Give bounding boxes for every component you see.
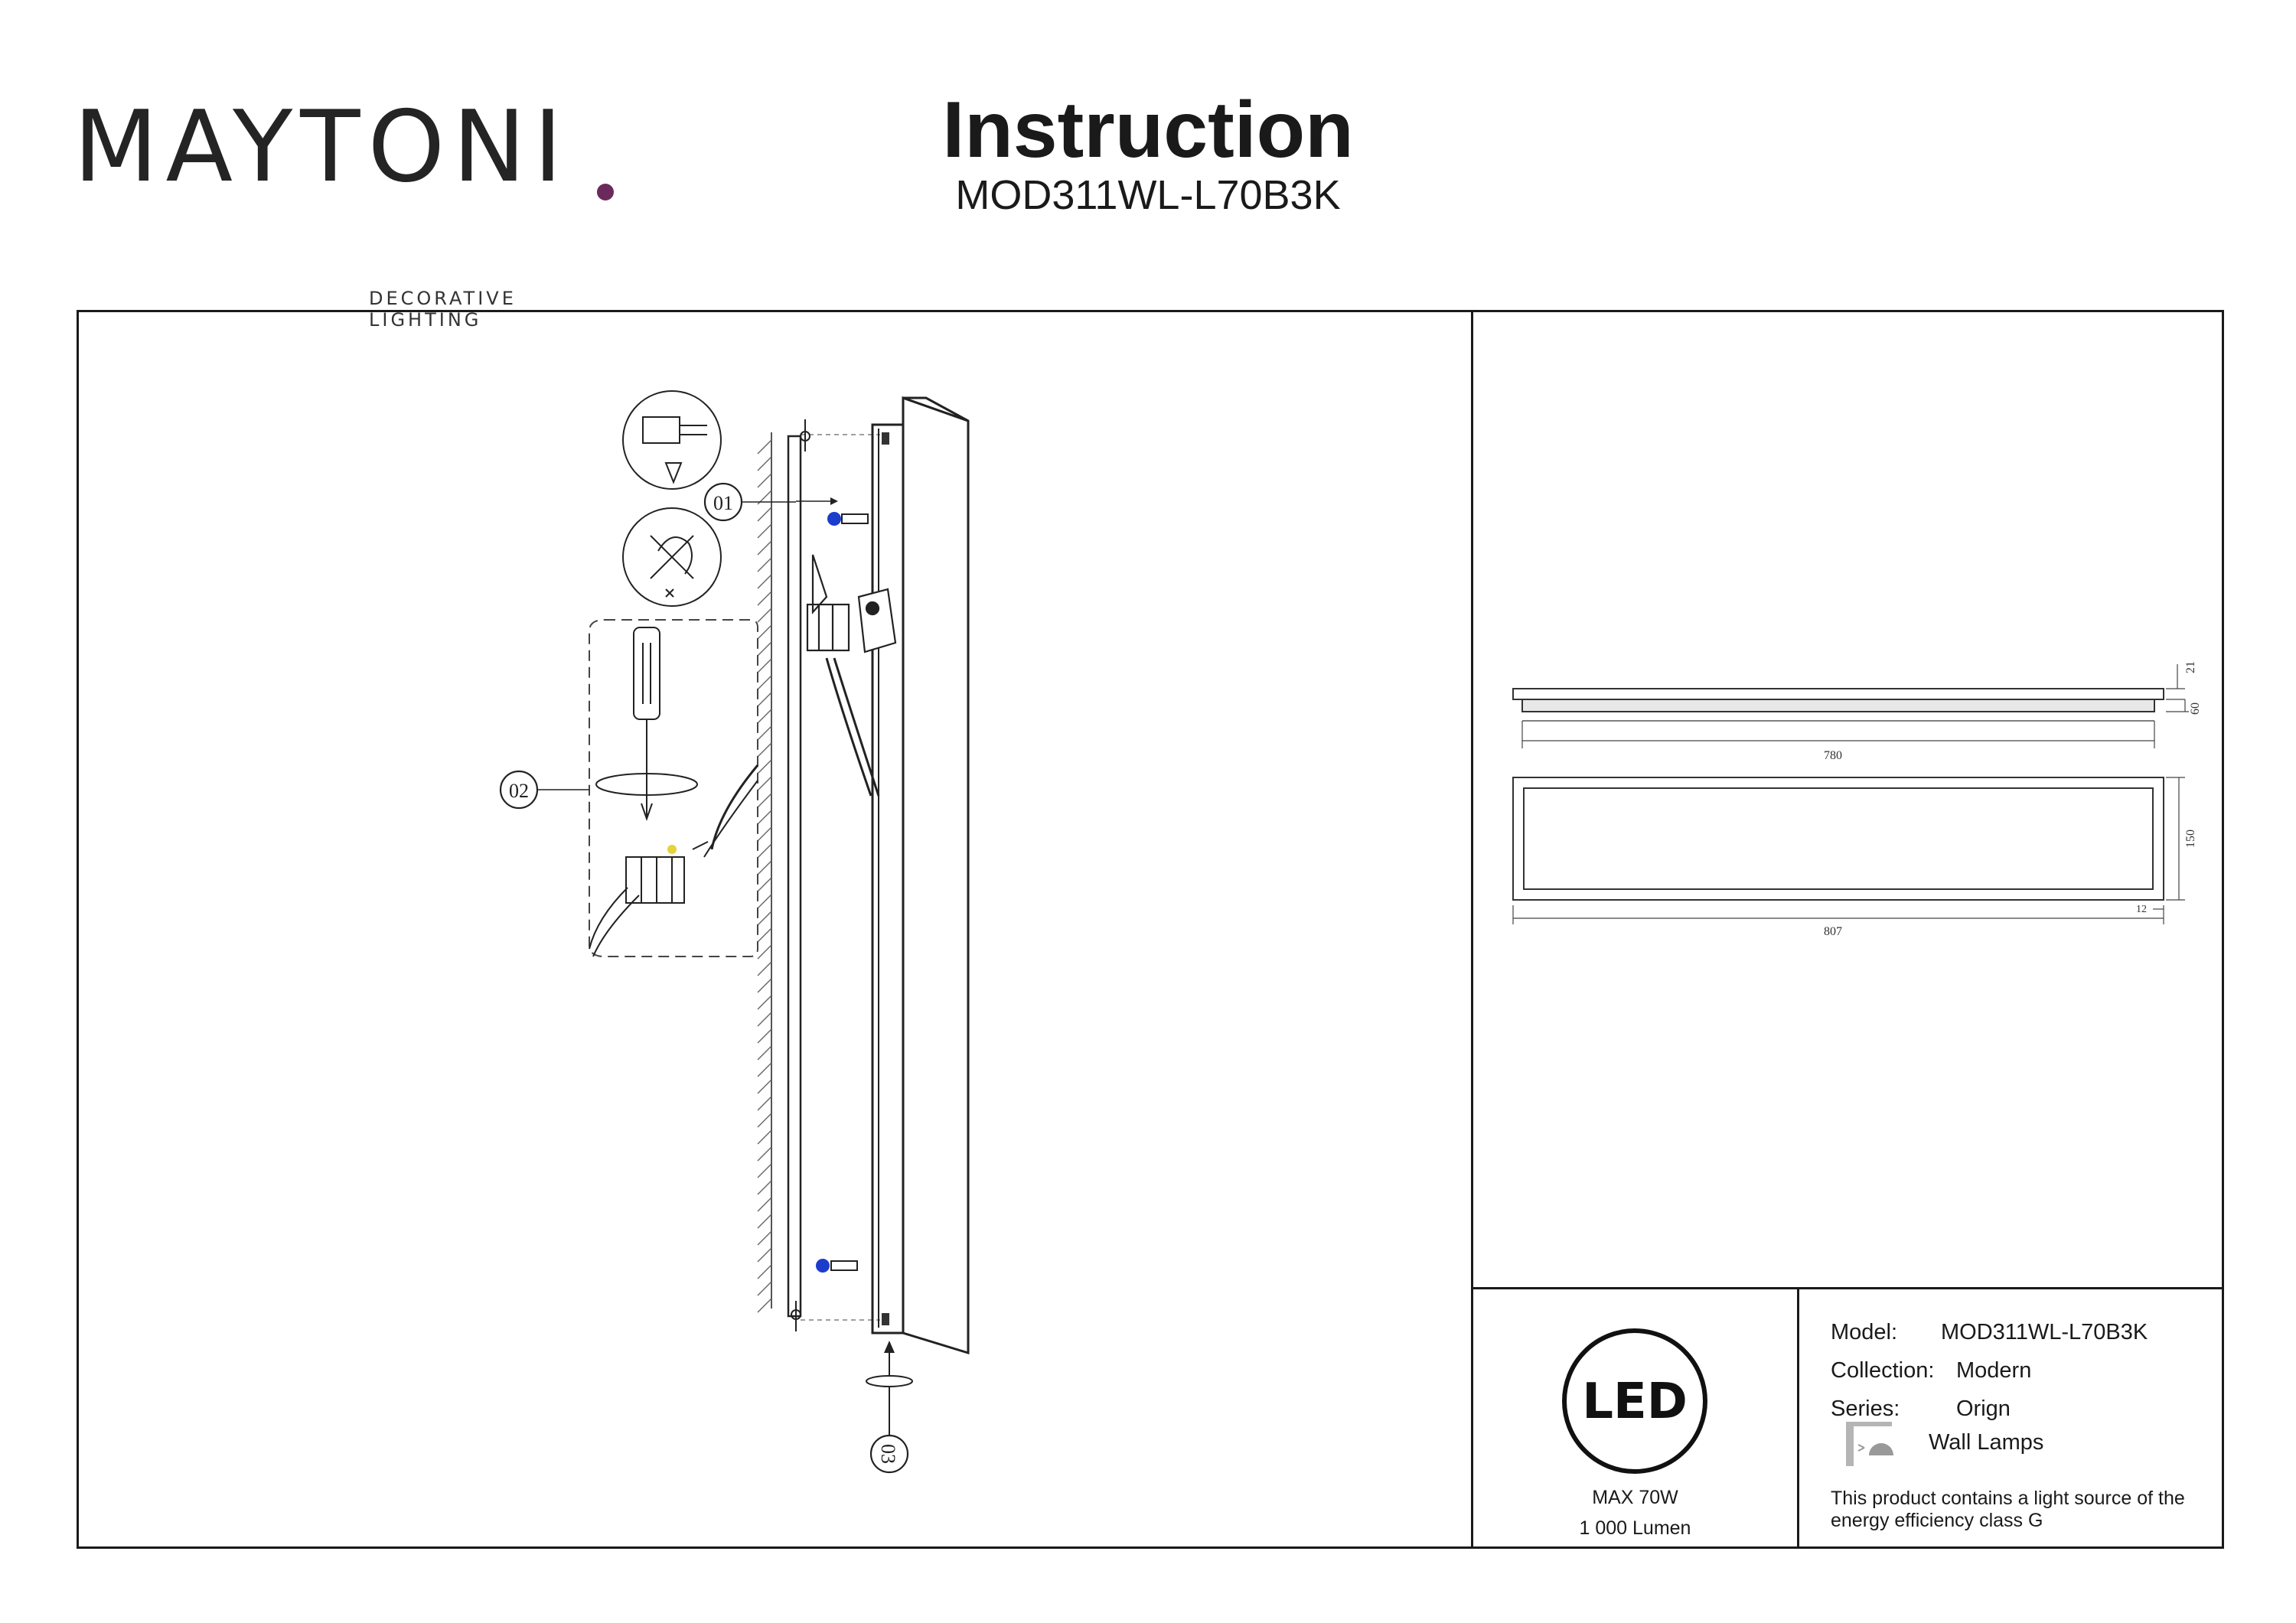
wall-lamp-icon	[1846, 1422, 1893, 1466]
spec-series-value: Orign	[1956, 1396, 2011, 1421]
spec-series-label: Series:	[1831, 1396, 1900, 1421]
bracket-bottom-screw	[791, 1301, 801, 1331]
frame-divider-vertical	[1471, 310, 1473, 1549]
spec-collection-value: Modern	[1956, 1358, 2032, 1383]
step-03: 03	[866, 1341, 913, 1474]
brand-tagline: DECORATIVE LIGHTING	[369, 288, 517, 331]
svg-text:02: 02	[509, 780, 529, 802]
page-title: Instruction	[942, 86, 1354, 174]
wall-plug-bottom	[816, 1259, 858, 1273]
svg-text:03: 03	[877, 1444, 899, 1464]
frame-divider-info	[1797, 1287, 1799, 1549]
assembly-diagram: 01 02	[499, 390, 970, 1474]
mounting-bracket	[787, 435, 802, 1318]
led-lumen: 1 000 Lumen	[1579, 1517, 1691, 1539]
no-touch-icon	[622, 507, 722, 607]
bracket-top-screw	[800, 419, 810, 451]
lamp-side-view	[1512, 688, 2164, 700]
lamp-body	[871, 396, 970, 1355]
page-model: MOD311WL-L70B3K	[955, 172, 1341, 218]
step-02: 02	[499, 770, 589, 810]
frame-divider-horizontal	[1471, 1287, 2224, 1289]
energy-class-note: This product contains a light source of …	[1831, 1488, 2185, 1531]
svg-text:21: 21	[2184, 661, 2197, 673]
svg-text:150: 150	[2184, 829, 2197, 848]
brand-name: MAYTONI	[73, 90, 570, 204]
svg-text:12: 12	[2136, 904, 2147, 915]
power-off-icon	[622, 390, 722, 490]
spec-collection-label: Collection:	[1831, 1358, 1935, 1383]
instruction-frame	[77, 310, 2224, 1549]
svg-text:807: 807	[1824, 925, 1842, 938]
spec-model-value: MOD311WL-L70B3K	[1941, 1320, 2148, 1344]
svg-text:01: 01	[713, 492, 733, 514]
step-01: 01	[703, 482, 796, 522]
spec-model-label: Model:	[1831, 1320, 1898, 1344]
wiring-detail	[589, 619, 759, 957]
led-max-power: MAX 70W	[1592, 1487, 1678, 1508]
brand-logo-dot	[597, 184, 614, 200]
svg-text:60: 60	[2189, 702, 2202, 715]
dimension-drawing: 21 60 780 150 807 12	[1512, 661, 2202, 938]
led-badge: LED	[1562, 1328, 1707, 1474]
wall-plug-top	[796, 497, 869, 526]
driver-box	[806, 554, 897, 797]
svg-text:LED: LED	[1582, 1374, 1688, 1430]
svg-text:780: 780	[1824, 749, 1842, 762]
spec-type-value: Wall Lamps	[1929, 1430, 2044, 1455]
lamp-top-view	[1512, 777, 2164, 901]
led-info: LED MAX 70W 1 000 Lumen	[1473, 1289, 1797, 1546]
brand-logo: MAYTONI DECORATIVE LIGHTING	[73, 90, 614, 331]
